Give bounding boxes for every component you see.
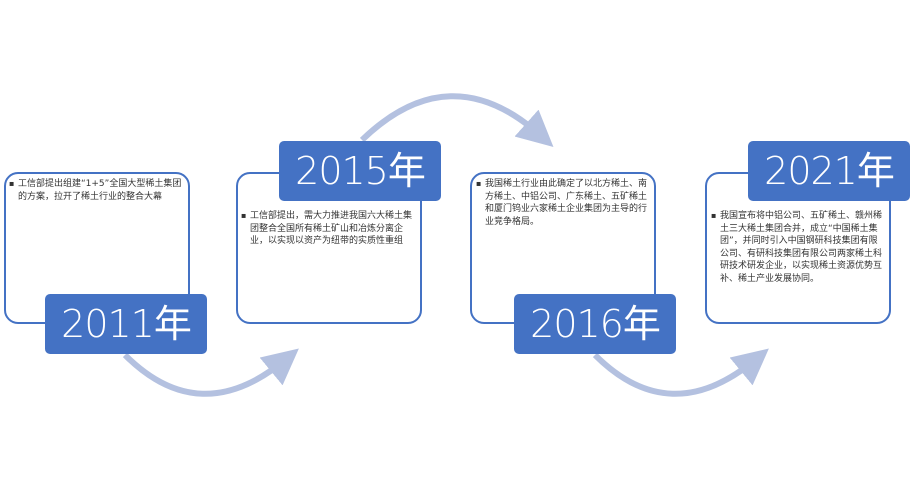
card-2016-text: ▪ 我国稀土行业由此确定了以北方稀土、南方稀土、中铝公司、广东稀土、五矿稀土和厦… [476, 179, 648, 227]
card-2021-text: ▪ 我国宣布将中铝公司、五矿稀土、赣州稀土三大稀土集团合并，成立“中国稀土集团”… [711, 211, 883, 284]
year-2015-badge: 2015年 [279, 141, 441, 201]
bullet-icon: ▪ [476, 179, 482, 188]
bullet-icon: ▪ [711, 211, 717, 220]
card-2015-text: ▪ 工信部提出，需大力推进我国六大稀土集团整合全国所有稀土矿山和冶炼分离企业，以… [241, 211, 413, 246]
bullet-icon: ▪ [9, 179, 15, 188]
arrow-2016-2021 [592, 348, 769, 397]
year-2016-badge: 2016年 [514, 294, 676, 354]
bullet-icon: ▪ [241, 211, 247, 220]
year-2021-badge: 2021年 [748, 141, 910, 201]
arrow-2015-2016 [359, 93, 554, 147]
arrow-2011-2015 [122, 348, 299, 397]
card-2011-text: ▪ 工信部提出组建“1+5”全国大型稀土集团的方案，拉开了稀土行业的整合大幕 [9, 179, 182, 202]
year-2011-badge: 2011年 [45, 294, 207, 354]
